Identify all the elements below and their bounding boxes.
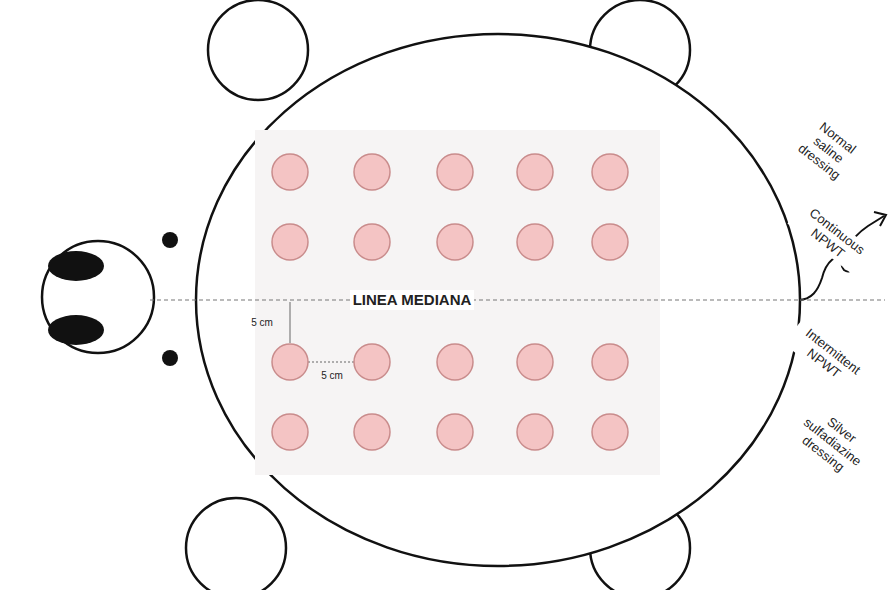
dimension-line: [308, 362, 354, 363]
tail-tip: [874, 212, 886, 226]
leg-shape: [186, 498, 286, 590]
group-label: Continuous NPWT: [788, 198, 877, 277]
wound-circle: [354, 224, 390, 260]
wound-circle: [437, 344, 473, 380]
nostril: [48, 251, 104, 281]
wound-circle: [354, 414, 390, 450]
wound-circle: [272, 344, 308, 380]
wound-circle: [517, 344, 553, 380]
midline: [800, 299, 885, 300]
wound-circle: [592, 344, 628, 380]
head-outline: [42, 241, 154, 353]
nostril: [48, 315, 104, 345]
wound-circle: [592, 414, 628, 450]
wound-circle: [437, 154, 473, 190]
wound-circle: [437, 224, 473, 260]
wound-circle: [272, 224, 308, 260]
midline-label: LINEA MEDIANA: [350, 290, 475, 309]
group-label: Silver sulfadiazine dressing: [782, 396, 882, 488]
wound-circle: [517, 414, 553, 450]
wound-circle: [354, 344, 390, 380]
wound-area: [255, 130, 660, 475]
leg-shape: [208, 0, 308, 100]
group-label: Intermittent NPWT: [784, 318, 873, 397]
dimension-label: 5 cm: [251, 317, 273, 329]
wound-circle: [272, 154, 308, 190]
group-label: Normal saline dressing: [785, 109, 871, 190]
eye-dot: [162, 232, 178, 248]
dimension-label: 5 cm: [321, 370, 343, 382]
wound-circle: [437, 414, 473, 450]
wound-circle: [517, 224, 553, 260]
wound-circle: [354, 154, 390, 190]
wound-circle: [517, 154, 553, 190]
wound-circle: [592, 224, 628, 260]
dimension-line: [290, 302, 291, 343]
eye-dot: [162, 350, 178, 366]
wound-circle: [592, 154, 628, 190]
wound-circle: [272, 414, 308, 450]
midline: [150, 299, 800, 300]
